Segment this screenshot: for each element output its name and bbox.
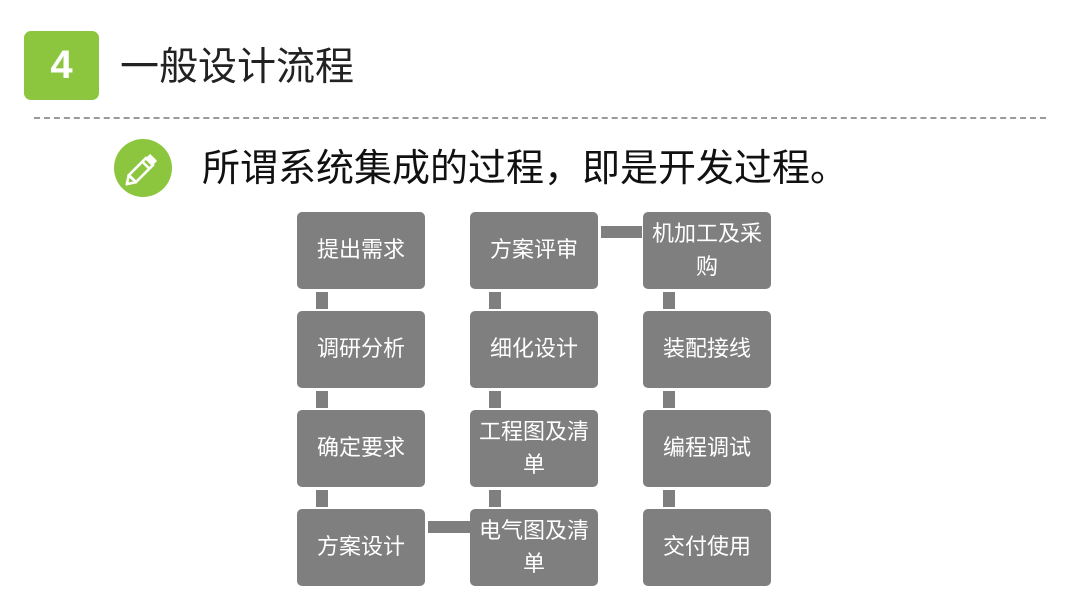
connector-col3-3 — [663, 490, 675, 507]
connector-col3-2 — [663, 391, 675, 408]
step-confirm-requirements: 确定要求 — [297, 410, 425, 487]
connector-col2-1 — [489, 292, 501, 309]
step-scheme-design: 方案设计 — [297, 509, 425, 586]
connector-col3-1 — [663, 292, 675, 309]
pencil-icon — [114, 139, 172, 197]
dashed-divider — [34, 117, 1046, 119]
step-engineering-drawings: 工程图及清单 — [470, 410, 598, 487]
connector-col1-2 — [316, 391, 328, 408]
step-scheme-review: 方案评审 — [470, 212, 598, 289]
step-electrical-drawings: 电气图及清单 — [470, 509, 598, 586]
connector-col2-2 — [489, 391, 501, 408]
subtitle-text: 所谓系统集成的过程，即是开发过程。 — [202, 146, 849, 190]
connector-review-to-machining — [601, 226, 642, 238]
section-title: 一般设计流程 — [120, 45, 355, 90]
step-delivery: 交付使用 — [643, 509, 771, 586]
step-raise-requirements: 提出需求 — [297, 212, 425, 289]
section-number-badge: 4 — [24, 31, 99, 100]
step-assembly-wiring: 装配接线 — [643, 311, 771, 388]
connector-design-to-electrical — [428, 521, 470, 533]
connector-col1-3 — [316, 490, 328, 507]
step-detailed-design: 细化设计 — [470, 311, 598, 388]
step-machining-procurement: 机加工及采购 — [643, 212, 771, 289]
step-research-analysis: 调研分析 — [297, 311, 425, 388]
step-programming-debugging: 编程调试 — [643, 410, 771, 487]
connector-col2-3 — [489, 490, 501, 507]
connector-col1-1 — [316, 292, 328, 309]
